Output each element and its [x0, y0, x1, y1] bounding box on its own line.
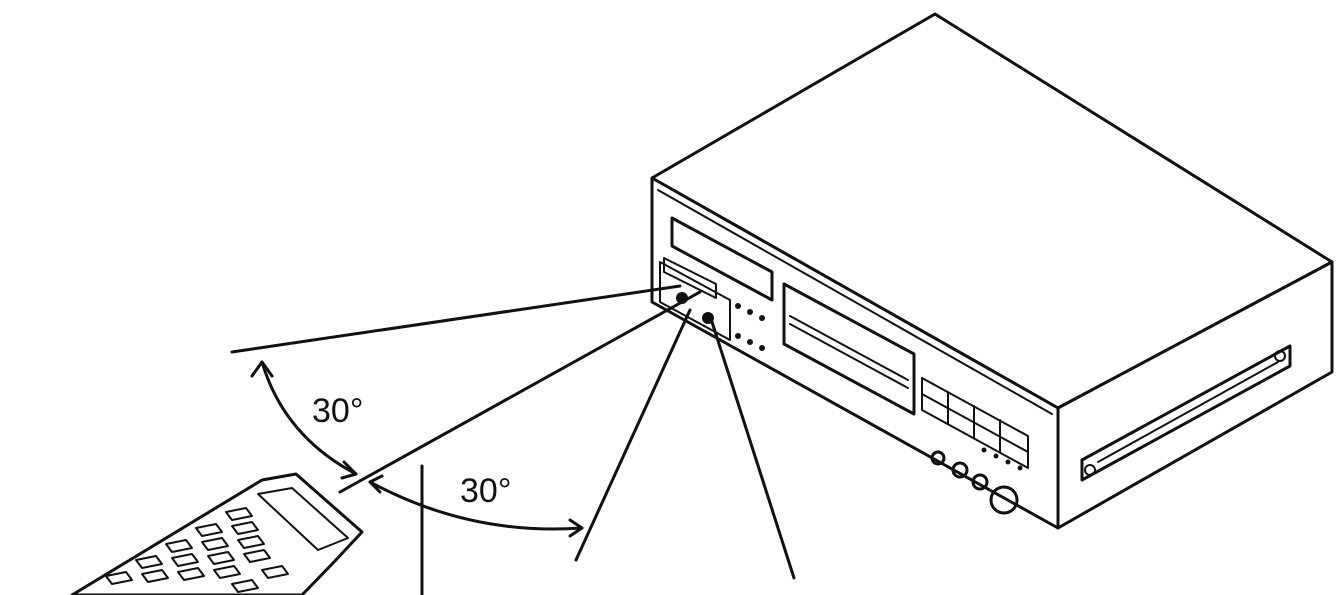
indicator-dot — [759, 345, 765, 351]
lower-boundary-line — [574, 308, 692, 562]
center-axis-line — [338, 290, 702, 494]
angle-arcs — [250, 360, 584, 538]
function-buttons-strip — [663, 257, 717, 299]
upper-angle-arc — [260, 360, 358, 476]
cd-player-unit — [650, 12, 1334, 530]
jack-icon — [971, 473, 989, 491]
side-vent-slot — [1080, 344, 1292, 482]
range-lines — [230, 284, 796, 595]
vent-screw-icon — [1084, 464, 1096, 476]
indicator-dot — [735, 333, 741, 339]
sensor-pointer-line — [710, 320, 796, 580]
display-window — [670, 216, 774, 302]
button-row-line — [921, 393, 1029, 453]
indicator-dot — [1017, 465, 1023, 471]
indicator-dot — [993, 453, 999, 459]
remote-control-body — [70, 472, 364, 595]
side-vent-inner — [1097, 361, 1279, 463]
indicator-dot — [747, 339, 753, 345]
remote-control — [70, 472, 364, 595]
upper-boundary-line — [230, 284, 682, 354]
disc-tray — [782, 282, 916, 416]
lower-angle-label: 30° — [460, 472, 512, 510]
indicator-dot — [735, 303, 741, 309]
disc-tray-slot — [789, 323, 909, 389]
volume-knob-icon — [989, 485, 1019, 515]
indicator-dot — [1005, 459, 1011, 465]
vent-screw-icon — [1274, 350, 1286, 362]
upper-angle-label: 30° — [312, 392, 364, 430]
remote-display — [257, 487, 349, 551]
jack-icon — [951, 461, 969, 479]
indicator-dot — [747, 309, 753, 315]
indicator-dot — [981, 447, 987, 453]
arrowhead-icon — [250, 360, 274, 378]
front-bevel-line — [657, 189, 1053, 415]
player-side-face — [1056, 260, 1334, 530]
arrowhead-icon — [368, 474, 384, 494]
transport-buttons — [921, 377, 1029, 469]
jack-icon — [930, 450, 946, 466]
arrowhead-icon — [340, 460, 358, 480]
lower-angle-arc — [368, 480, 584, 531]
remote-buttons — [105, 507, 289, 593]
disc-tray-slot — [789, 315, 909, 381]
arrowhead-icon — [568, 518, 584, 538]
indicator-dot — [759, 315, 765, 321]
